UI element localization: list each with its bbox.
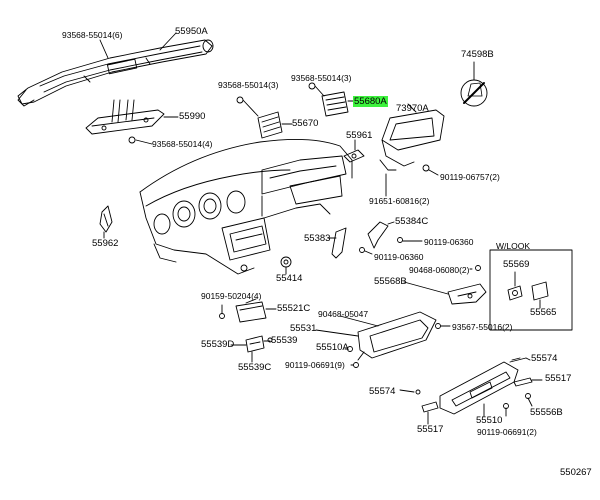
part-label-55539: 55539: [271, 335, 298, 346]
part-label-55517-right: 55517: [545, 373, 572, 384]
part-label-55510: 55510: [476, 415, 503, 426]
part-label-74598b: 74598B: [461, 49, 494, 60]
bracket-55962: [99, 205, 113, 233]
leader: [99, 39, 109, 59]
part-label-90468-06080: 90468-06080(2): [409, 265, 470, 275]
part-label-55680a: 55680A: [353, 96, 388, 107]
airbag-module: [379, 109, 445, 171]
part-label-90119-06757: 90119-06757(2): [440, 172, 500, 182]
part-label-90468-05047: 90468-05047: [318, 309, 369, 319]
instrument-panel: [139, 138, 353, 275]
brace-55384c: [367, 221, 389, 249]
part-label-90119-06691-2: 90119-06691(2): [477, 427, 537, 437]
part-label-55539c: 55539C: [238, 362, 272, 373]
part-label-55414: 55414: [276, 273, 303, 284]
defroster-duct: [17, 39, 214, 107]
screw-90119-lower: [503, 403, 509, 417]
fastener-55517: [513, 377, 543, 387]
part-label-55510a: 55510A: [316, 342, 349, 353]
side-register-right: [321, 91, 349, 117]
part-label-55539d: 55539D: [201, 339, 235, 350]
part-label-55950a: 55950A: [175, 26, 208, 37]
pin-55517-lower: [421, 401, 439, 413]
switch-55521c: [235, 301, 267, 323]
part-label-93568-4: 93568-55014(4): [152, 139, 213, 149]
brace-55383: [331, 227, 347, 259]
part-label-55531: 55531: [290, 323, 317, 334]
w-look-box: [489, 249, 573, 331]
fastener-55574: [509, 357, 531, 363]
part-label-90119-06360b: 90119-06360: [374, 252, 424, 262]
caution-label-74598b: [460, 79, 488, 107]
part-label-90119-06691-9: 90119-06691(9): [285, 360, 345, 370]
part-label-55670: 55670: [292, 118, 319, 129]
part-label-55574-left: 55574: [369, 386, 396, 397]
hinge-55539: [245, 335, 265, 353]
part-label-55565: 55565: [530, 307, 557, 318]
side-register-left: [257, 111, 283, 139]
lock-striker-55568b: [447, 283, 487, 305]
part-label-55962: 55962: [92, 238, 119, 249]
part-label-55384c: 55384C: [395, 216, 429, 227]
diagram-code: 550267: [560, 467, 592, 478]
lower-panel-55510: [439, 361, 519, 415]
part-label-55556b: 55556B: [530, 407, 563, 418]
part-label-55568b: 55568B: [374, 276, 407, 287]
part-label-55517-left: 55517: [417, 424, 444, 435]
duct-bracket: [85, 99, 165, 135]
part-label-91651: 91651-60816(2): [369, 196, 430, 206]
part-label-55961: 55961: [346, 130, 373, 141]
clip-55961: [343, 149, 365, 163]
part-label-93568-3a: 93568-55014(3): [218, 80, 279, 90]
glove-box-door-inner: [357, 311, 437, 361]
part-label-73970a: 73970A: [396, 103, 429, 114]
part-label-55990: 55990: [179, 111, 206, 122]
part-label-55383: 55383: [304, 233, 331, 244]
part-label-90159: 90159-50204(4): [201, 291, 262, 301]
part-label-90119-06360a: 90119-06360: [424, 237, 474, 247]
part-label-93568-6: 93568-55014(6): [62, 30, 123, 40]
part-label-55521c: 55521C: [277, 303, 311, 314]
part-label-55569: 55569: [503, 259, 530, 270]
clip-55556b: [525, 393, 533, 407]
knob-55414: [280, 256, 292, 268]
screw-55574-lower: [399, 389, 421, 395]
part-label-93568-3b: 93568-55014(3): [291, 73, 352, 83]
part-label-93567: 93567-55016(2): [452, 322, 513, 332]
w-look-title: W/LOOK: [496, 241, 531, 251]
part-label-55574-right: 55574: [531, 353, 558, 364]
